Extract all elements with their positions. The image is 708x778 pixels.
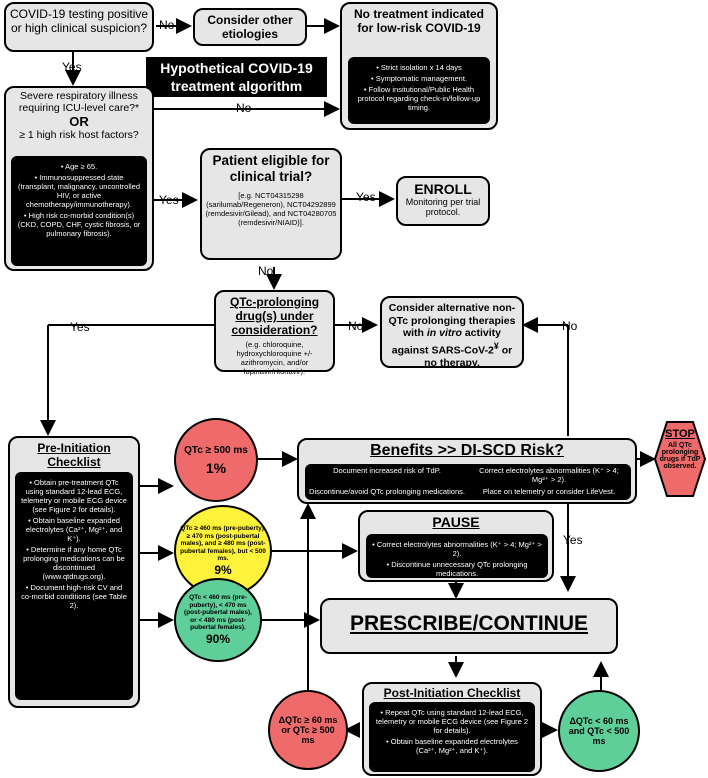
qtc-500-pct: 1% [205,459,227,476]
severe-q1: Severe respiratory illness requiring ICU… [18,90,140,114]
pre-checklist-title: Pre-Initiation Checklist [37,441,111,469]
no-treatment-box: No treatment indicated for low-risk COVI… [340,2,498,130]
severe-q2: ≥ 1 high risk host factors? [19,129,139,141]
label-no-2: No [236,101,252,115]
pause-item: Correct electrolytes abnormalities (K⁺ >… [372,540,542,558]
alternative-text-em: in vitro [426,327,462,339]
delta-qtc-normal-text: ΔQTc < 60 ms and QTc < 500 ms [568,716,630,746]
post-checklist-list: Repeat QTc using standard 12-lead ECG, t… [369,702,535,772]
clinical-trial-box: Patient eligible for clinical trial? [e.… [200,148,342,260]
qtc-drug-detail: (e.g. chloroquine, hydroxychloroquine +/… [236,340,313,376]
post-checklist-title: Post-Initiation Checklist [383,686,521,700]
enroll-title: ENROLL [414,181,472,197]
diagram-title: Hypothetical COVID-19 treatment algorith… [146,57,327,97]
pre-checklist-item: Document high-risk CV and co-morbid cond… [21,583,127,610]
no-treatment-item: Strict isolation x 14 days [354,63,484,72]
label-yes-5: Yes [563,533,583,547]
pause-list: Correct electrolytes abnormalities (K⁺ >… [366,534,548,578]
qtc-borderline-text: QTc ≥ 460 ms (pre-puberty), ≥ 470 ms (po… [180,525,266,563]
label-no-5: No [562,319,578,333]
start-question: COVID-19 testing positive or high clinic… [9,7,149,35]
qtc-normal-text: QTc < 460 ms (pre-puberty), < 470 ms (po… [184,594,252,632]
benefits-title: Benefits >> DI-SCD Risk? [370,442,564,459]
clinical-trial-title: Patient eligible for clinical trial? [212,153,330,184]
benefits-box: Benefits >> DI-SCD Risk? Document increa… [297,438,637,504]
alternative-text-tail: or no therapy. [424,344,513,369]
qtc-drug-title: QTc-prolonging drug(s) under considerati… [229,295,320,337]
stop-detail: All QTc prolonging drugs if TdP observed… [659,442,701,470]
benefits-item: Place on telemetry or consider LifeVest. [482,486,616,496]
delta-qtc-normal-circle: ΔQTc < 60 ms and QTc < 500 ms [558,690,640,772]
risk-factor-item: Age ≥ 65. [17,162,141,171]
prescribe-continue-box: PRESCRIBE/CONTINUE [320,598,618,654]
severe-illness-box: Severe respiratory illness requiring ICU… [4,86,154,271]
stop-outline [654,421,706,497]
pause-title: PAUSE [432,514,480,530]
stop-text: STOP All QTc prolonging drugs if TdP obs… [656,428,704,470]
benefits-list: Document increased risk of TdP. Correct … [305,464,631,500]
pre-checklist-item: Determine if any home QTc prolonging med… [21,545,127,581]
no-treatment-list: Strict isolation x 14 days Symptomatic m… [348,57,490,124]
qtc-normal-pct: 90% [205,631,231,646]
alternative-text-post: activity against SARS-CoV-2 [391,327,502,356]
benefits-item: Document increased risk of TdP. [333,466,441,475]
risk-factor-item: Immunosuppressed state (transplant, mali… [17,173,141,209]
no-treatment-title: No treatment indicated for low-risk COVI… [353,7,485,35]
post-initiation-checklist-box: Post-Initiation Checklist Repeat QTc usi… [362,682,542,776]
benefits-item: Discontinue/avoid QTc prolonging medicat… [309,486,465,496]
other-etiologies-box: Consider other etiologies [193,8,307,46]
prescribe-title: PRESCRIBE/CONTINUE [349,612,589,635]
qtc-500-circle: QTc ≥ 500 ms 1% [174,418,258,502]
title-line-1: Hypothetical COVID-19 [160,60,313,76]
alternative-mark: ¥ [493,340,499,351]
label-yes-1: Yes [62,60,82,74]
qtc-drug-box: QTc-prolonging drug(s) under considerati… [214,290,335,376]
no-treatment-item: Follow insitutional/Public Health protoc… [354,85,484,112]
enroll-detail: Monitoring per trial protocol. [405,197,481,217]
label-no-1: No [159,18,175,32]
pre-checklist-item: Obtain pre-treatment QTc using standard … [21,478,127,514]
alternative-therapy-box: Consider alternative non-QTc prolonging … [380,296,524,369]
delta-qtc-high-circle: ΔQTc ≥ 60 ms or QTc ≥ 500 ms [268,690,348,770]
title-line-2: treatment algorithm [170,78,303,94]
label-yes-2: Yes [159,193,179,207]
clinical-trial-detail: [e.g. NCT04315298 (sarilumab/Regeneron),… [205,191,337,227]
pre-checklist-item: Obtain baseline expanded electrolytes (C… [21,516,127,543]
pause-box: PAUSE Correct electrolytes abnormalities… [358,510,554,582]
pre-initiation-checklist-box: Pre-Initiation Checklist Obtain pre-trea… [8,436,140,708]
label-no-3: No [258,264,274,278]
post-checklist-item: Obtain baseline expanded electrolytes (C… [375,737,529,755]
benefits-item: Correct electrolytes abnormalities (K⁺ >… [479,466,619,484]
severe-or: OR [69,114,89,129]
enroll-box: ENROLL Monitoring per trial protocol. [396,176,490,226]
delta-qtc-high-text: ΔQTc ≥ 60 ms or QTc ≥ 500 ms [278,715,338,745]
label-yes-3: Yes [356,190,376,204]
other-etiologies: Consider other etiologies [207,13,293,41]
no-treatment-item: Symptomatic management. [354,74,484,83]
qtc-normal-circle: QTc < 460 ms (pre-puberty), < 470 ms (po… [174,578,262,662]
label-no-4: No [348,319,364,333]
stop-title: STOP [665,428,695,440]
risk-factor-item: High risk co-morbid condition(s) (CKD, C… [17,211,141,238]
qtc-500-text: QTc ≥ 500 ms [184,444,248,456]
label-yes-4: Yes [70,320,90,334]
post-checklist-item: Repeat QTc using standard 12-lead ECG, t… [375,708,529,735]
qtc-borderline-pct: 9% [214,562,232,577]
risk-factor-list: Age ≥ 65. Immunosuppressed state (transp… [11,156,147,266]
alternative-text-pre: Consider alternative non-QTc prolonging … [388,302,516,339]
pause-item: Discontinue unnecessary QTc prolonging m… [372,560,542,578]
start-question-box: COVID-19 testing positive or high clinic… [4,2,154,52]
pre-checklist-list: Obtain pre-treatment QTc using standard … [15,472,133,700]
